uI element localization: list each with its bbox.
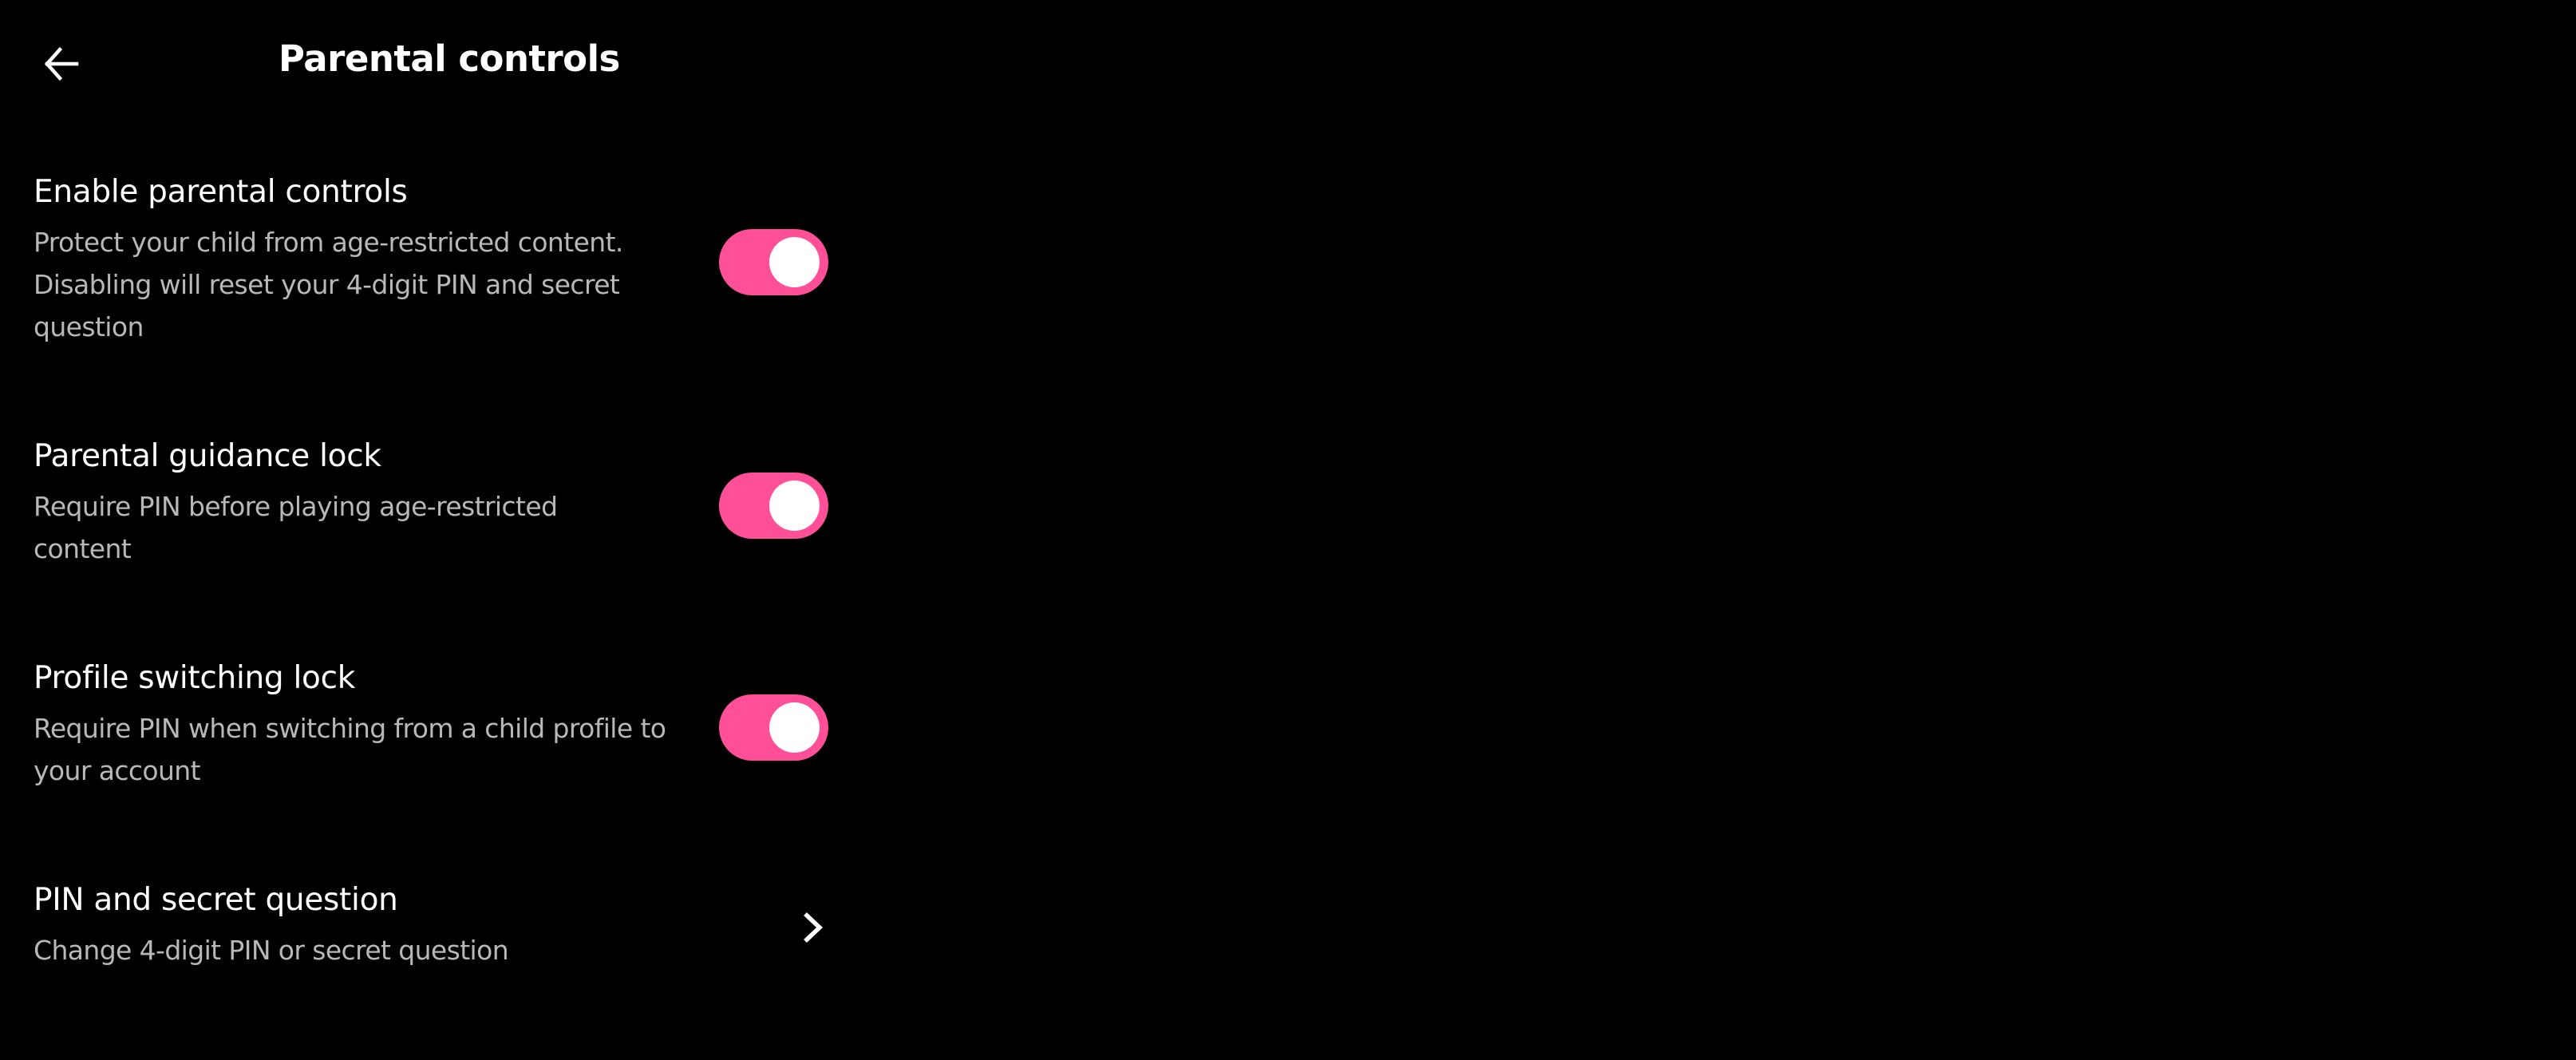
header: Parental controls [0,0,2576,128]
setting-title: PIN and secret question [34,882,398,918]
toggle-knob [769,702,820,753]
setting-profile-switching-lock[interactable]: Profile switching lock Require PIN when … [0,655,879,792]
setting-pin-and-secret-question[interactable]: PIN and secret question Change 4-digit P… [0,876,879,971]
setting-subtitle: Protect your child from age-restricted c… [34,227,623,342]
enable-parental-controls-toggle[interactable] [719,229,828,295]
setting-enable-parental-controls[interactable]: Enable parental controls Protect your ch… [0,168,879,348]
settings-list: Enable parental controls Protect your ch… [0,168,878,1056]
setting-parental-guidance-lock[interactable]: Parental guidance lock Require PIN befor… [0,433,879,570]
toggle-knob [769,480,820,531]
setting-subtitle: Require PIN before playing age-restricte… [34,491,558,564]
setting-text: Enable parental controls Protect your ch… [34,168,680,348]
profile-switching-lock-toggle[interactable] [719,694,828,761]
back-button[interactable] [32,36,88,92]
parental-guidance-lock-toggle[interactable] [719,472,828,539]
setting-text: Profile switching lock Require PIN when … [34,655,680,792]
setting-title: Enable parental controls [34,174,408,210]
page-title: Parental controls [279,38,620,80]
setting-text: Parental guidance lock Require PIN befor… [34,433,680,570]
setting-subtitle: Require PIN when switching from a child … [34,713,666,786]
setting-text: PIN and secret question Change 4-digit P… [34,876,680,971]
toggle-knob [769,237,820,287]
setting-title: Parental guidance lock [34,438,381,474]
arrow-left-icon [44,46,79,81]
chevron-right-icon [795,908,830,947]
setting-title: Profile switching lock [34,660,355,696]
setting-subtitle: Change 4-digit PIN or secret question [34,935,509,966]
